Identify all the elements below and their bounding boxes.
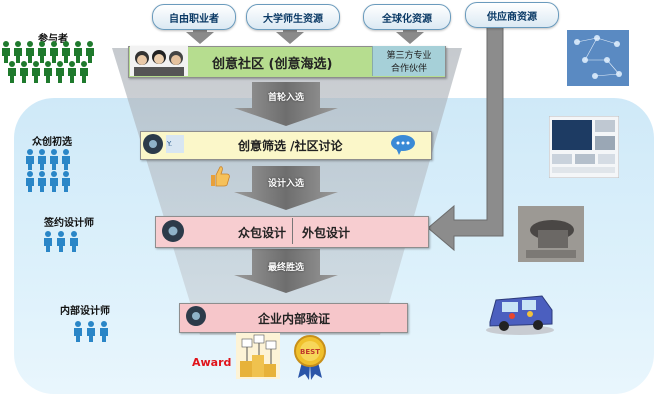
- step-first: 首轮入选: [268, 93, 305, 103]
- source-supplier: 供应商资源: [465, 2, 559, 28]
- design-divider: [292, 218, 293, 244]
- label-contracted: 签约设计师: [44, 218, 94, 229]
- third-party-line1: 第三方专业: [386, 51, 432, 61]
- network-thumbnail: [567, 30, 629, 86]
- stage-screening-label: 创意筛选 /社区讨论: [238, 139, 343, 153]
- step-arrows: [234, 82, 338, 293]
- third-party-partner: 第三方专业 合作伙伴: [372, 46, 445, 76]
- chat-bubble-icon: [391, 135, 415, 155]
- step-final: 最终胜选: [268, 263, 305, 273]
- label-crowd: 众创初选: [32, 137, 72, 148]
- supplier-arrow: [427, 19, 504, 252]
- step-design: 设计入选: [268, 179, 305, 189]
- stage-verification: [179, 303, 408, 333]
- seat-thumbnail: [518, 206, 584, 262]
- stage-community-label: 创意社区 (创意海选): [212, 57, 333, 72]
- stage-outsource-design-label: 外包设计: [302, 226, 351, 240]
- stage-verification-label: 企业内部验证: [258, 312, 331, 326]
- participants-people-icon: [2, 41, 94, 83]
- vehicle-thumbnail: [486, 295, 554, 335]
- svg-text:Y.: Y.: [166, 140, 172, 148]
- third-party-line2: 合作伙伴: [390, 64, 427, 74]
- webpage-thumbnail: [549, 116, 619, 178]
- design-logo-icon: [162, 220, 184, 242]
- faces-icon: [130, 46, 188, 76]
- source-university: 大学师生资源: [246, 4, 340, 30]
- stage-screening: [140, 131, 432, 160]
- source-global: 全球化资源: [363, 4, 451, 30]
- screening-logo-icon: Y.: [143, 134, 184, 154]
- internal-people-icon: [74, 321, 108, 342]
- label-participants: 参与者: [38, 34, 68, 45]
- stage-crowd-design-label: 众包设计: [238, 226, 287, 240]
- award-podium-icon: [236, 333, 280, 379]
- verification-logo-icon: [186, 306, 206, 326]
- contracted-people-icon: [44, 231, 78, 252]
- best-badge-icon: BEST: [294, 335, 326, 380]
- best-badge-text: BEST: [300, 348, 320, 356]
- label-internal: 内部设计师: [60, 306, 110, 317]
- thumbs-up-icon: [211, 166, 230, 187]
- award-label: Award: [192, 356, 232, 369]
- crowd-people-icon: [26, 149, 70, 192]
- source-freelancer: 自由职业者: [152, 4, 236, 30]
